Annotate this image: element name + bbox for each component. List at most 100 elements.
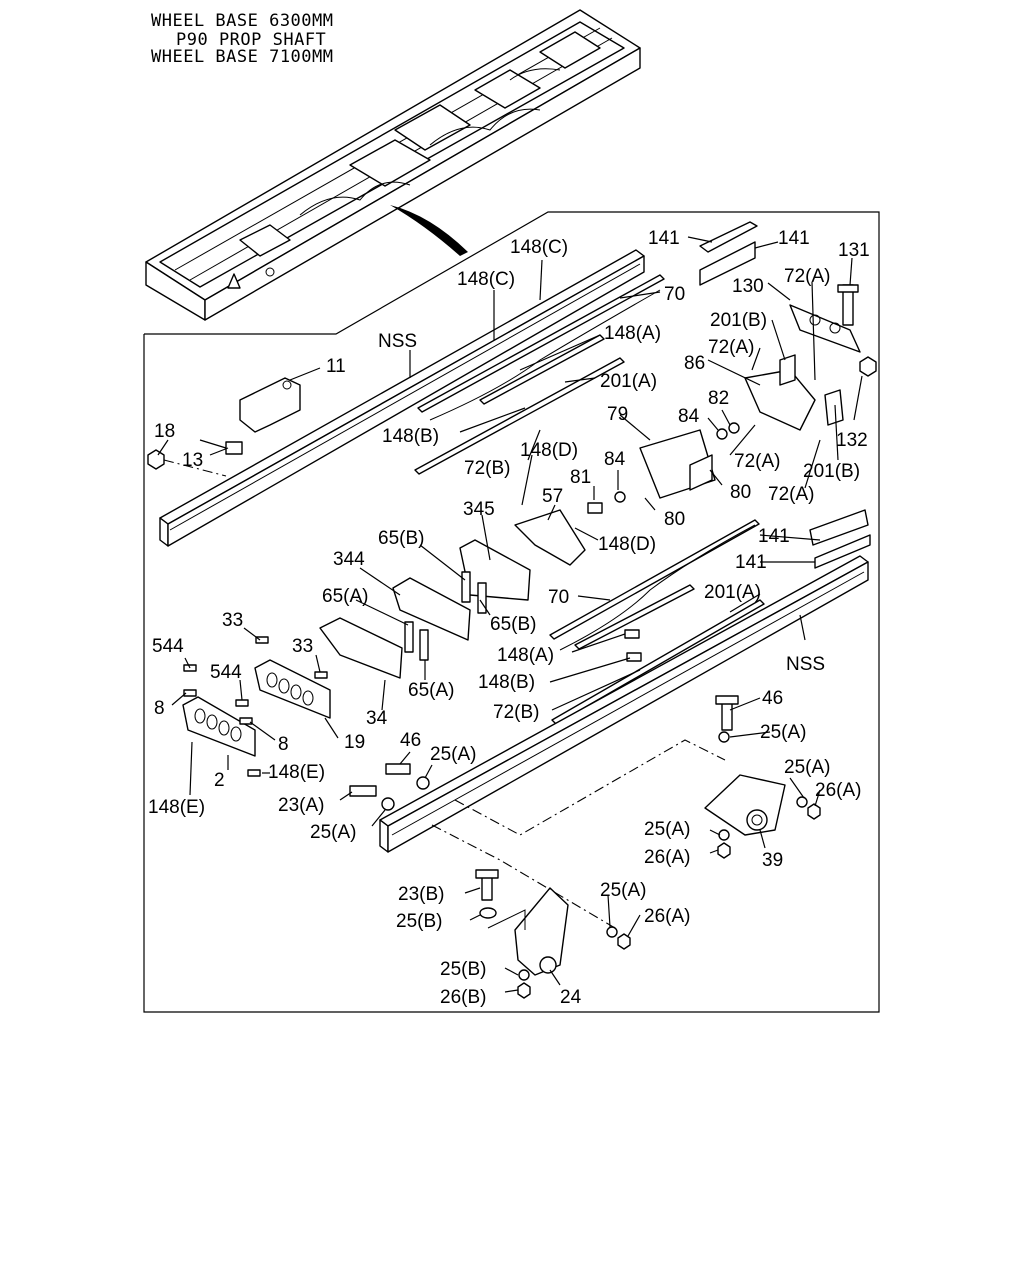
label-26a-b: 26(A) — [644, 847, 690, 868]
assembly-line-lower — [431, 824, 616, 929]
label-544-a: 544 — [152, 636, 184, 657]
washer-25a-left1 — [416, 776, 430, 790]
nut-26b — [517, 982, 531, 999]
part-labels: 141 141 131 148(C) 148(C) 70 130 72(A) N… — [148, 228, 870, 1008]
label-34: 34 — [366, 708, 388, 729]
detail-frame — [143, 211, 880, 1013]
bracket-132 — [824, 389, 844, 426]
label-25b-b: 25(B) — [440, 959, 486, 980]
shim-8a — [183, 689, 197, 697]
detail-pointer — [390, 205, 468, 256]
bracket-65b-a — [461, 571, 471, 603]
label-544-b: 544 — [210, 662, 242, 683]
crossmember-2-holes — [194, 708, 242, 742]
label-141-d: 141 — [735, 552, 767, 573]
bolt-81 — [587, 502, 603, 514]
washer-25b-top — [479, 907, 497, 919]
label-72a-d: 72(A) — [768, 484, 814, 505]
label-8-b: 8 — [278, 734, 289, 755]
bolt-46-right — [721, 701, 733, 731]
washer-25a-left2 — [381, 797, 395, 811]
label-131: 131 — [838, 240, 870, 261]
label-26a-c: 26(A) — [644, 906, 690, 927]
side-rail-upper — [159, 249, 645, 547]
header-block: WHEEL BASE 6300MM P90 PROP SHAFT WHEEL B… — [151, 11, 334, 67]
bracket-65a-a — [404, 621, 414, 653]
label-72b-a: 72(B) — [464, 458, 510, 479]
gusset-344 — [392, 577, 471, 641]
label-72a-b: 72(A) — [708, 337, 754, 358]
label-148d-a: 148(D) — [520, 440, 578, 461]
label-201a-b: 201(A) — [704, 582, 761, 603]
label-65a-b: 65(A) — [408, 680, 454, 701]
label-130: 130 — [732, 276, 764, 297]
label-72a-a: 72(A) — [784, 266, 830, 287]
label-72a-c: 72(A) — [734, 451, 780, 472]
washer-25a-right2 — [796, 796, 808, 808]
label-19: 19 — [344, 732, 365, 753]
nut-26a-lower — [617, 933, 631, 950]
label-79: 79 — [607, 404, 628, 425]
bracket-141-lower-b — [814, 534, 871, 569]
label-148a-b: 148(A) — [497, 645, 554, 666]
header-line-prop-shaft: P90 PROP SHAFT — [176, 30, 326, 50]
bolt-46-left — [385, 763, 411, 775]
label-65b-a: 65(B) — [378, 528, 424, 549]
shim-148e — [247, 769, 261, 777]
label-86: 86 — [684, 353, 705, 374]
header-line-wheelbase-6300: WHEEL BASE 6300MM — [151, 11, 334, 31]
nut-26a-right1 — [807, 803, 821, 820]
label-33-a: 33 — [222, 610, 243, 631]
leader-lines — [157, 236, 863, 993]
reinforcement-set-lower — [549, 519, 765, 725]
bracket-65a-b — [419, 629, 429, 661]
label-345: 345 — [463, 499, 495, 520]
shim-8b — [239, 717, 253, 725]
label-80-b: 80 — [664, 509, 685, 530]
side-rail-lower — [379, 555, 869, 853]
label-25a-d: 25(A) — [310, 822, 356, 843]
label-72b-b: 72(B) — [493, 702, 539, 723]
label-148e-a: 148(E) — [268, 762, 325, 783]
label-141-a: 141 — [648, 228, 680, 249]
label-26a-a: 26(A) — [815, 780, 861, 801]
label-148b-a: 148(B) — [382, 426, 439, 447]
label-201b-a: 201(B) — [710, 310, 767, 331]
label-39: 39 — [762, 850, 783, 871]
spring-hanger-39 — [704, 774, 786, 836]
label-25a-a: 25(A) — [760, 722, 806, 743]
label-141-c: 141 — [758, 526, 790, 547]
label-80-a: 80 — [730, 482, 751, 503]
label-148c-b: 148(C) — [457, 269, 515, 290]
label-25a-c: 25(A) — [784, 757, 830, 778]
nut-26a-right2 — [717, 842, 731, 859]
crossmember-19-holes — [266, 672, 314, 706]
label-201b-b: 201(B) — [803, 461, 860, 482]
label-132: 132 — [836, 430, 868, 451]
bolt-13 — [199, 439, 243, 455]
bolt-23b — [481, 875, 493, 901]
bracket-141-upper-b — [699, 241, 756, 286]
shim-544b — [235, 699, 249, 707]
label-148d-b: 148(D) — [598, 534, 656, 555]
label-33-b: 33 — [292, 636, 313, 657]
bracket-141-upper-a — [699, 221, 758, 253]
label-70-b: 70 — [548, 587, 569, 608]
washer-84a — [716, 428, 728, 440]
nut-18 — [147, 449, 165, 470]
assembly-line-right — [454, 739, 726, 836]
crossmember-130 — [789, 304, 861, 353]
label-57: 57 — [542, 486, 563, 507]
label-11: 11 — [326, 356, 346, 377]
label-141-b: 141 — [778, 228, 810, 249]
label-23b: 23(B) — [398, 884, 444, 905]
label-2: 2 — [214, 770, 225, 791]
bracket-201b — [779, 354, 796, 386]
label-nss-a: NSS — [378, 331, 417, 352]
bracket-141-lower-a — [809, 509, 869, 546]
chassis-overview — [145, 9, 641, 321]
label-25b-a: 25(B) — [396, 911, 442, 932]
label-81: 81 — [570, 467, 591, 488]
label-201a-a: 201(A) — [600, 371, 657, 392]
